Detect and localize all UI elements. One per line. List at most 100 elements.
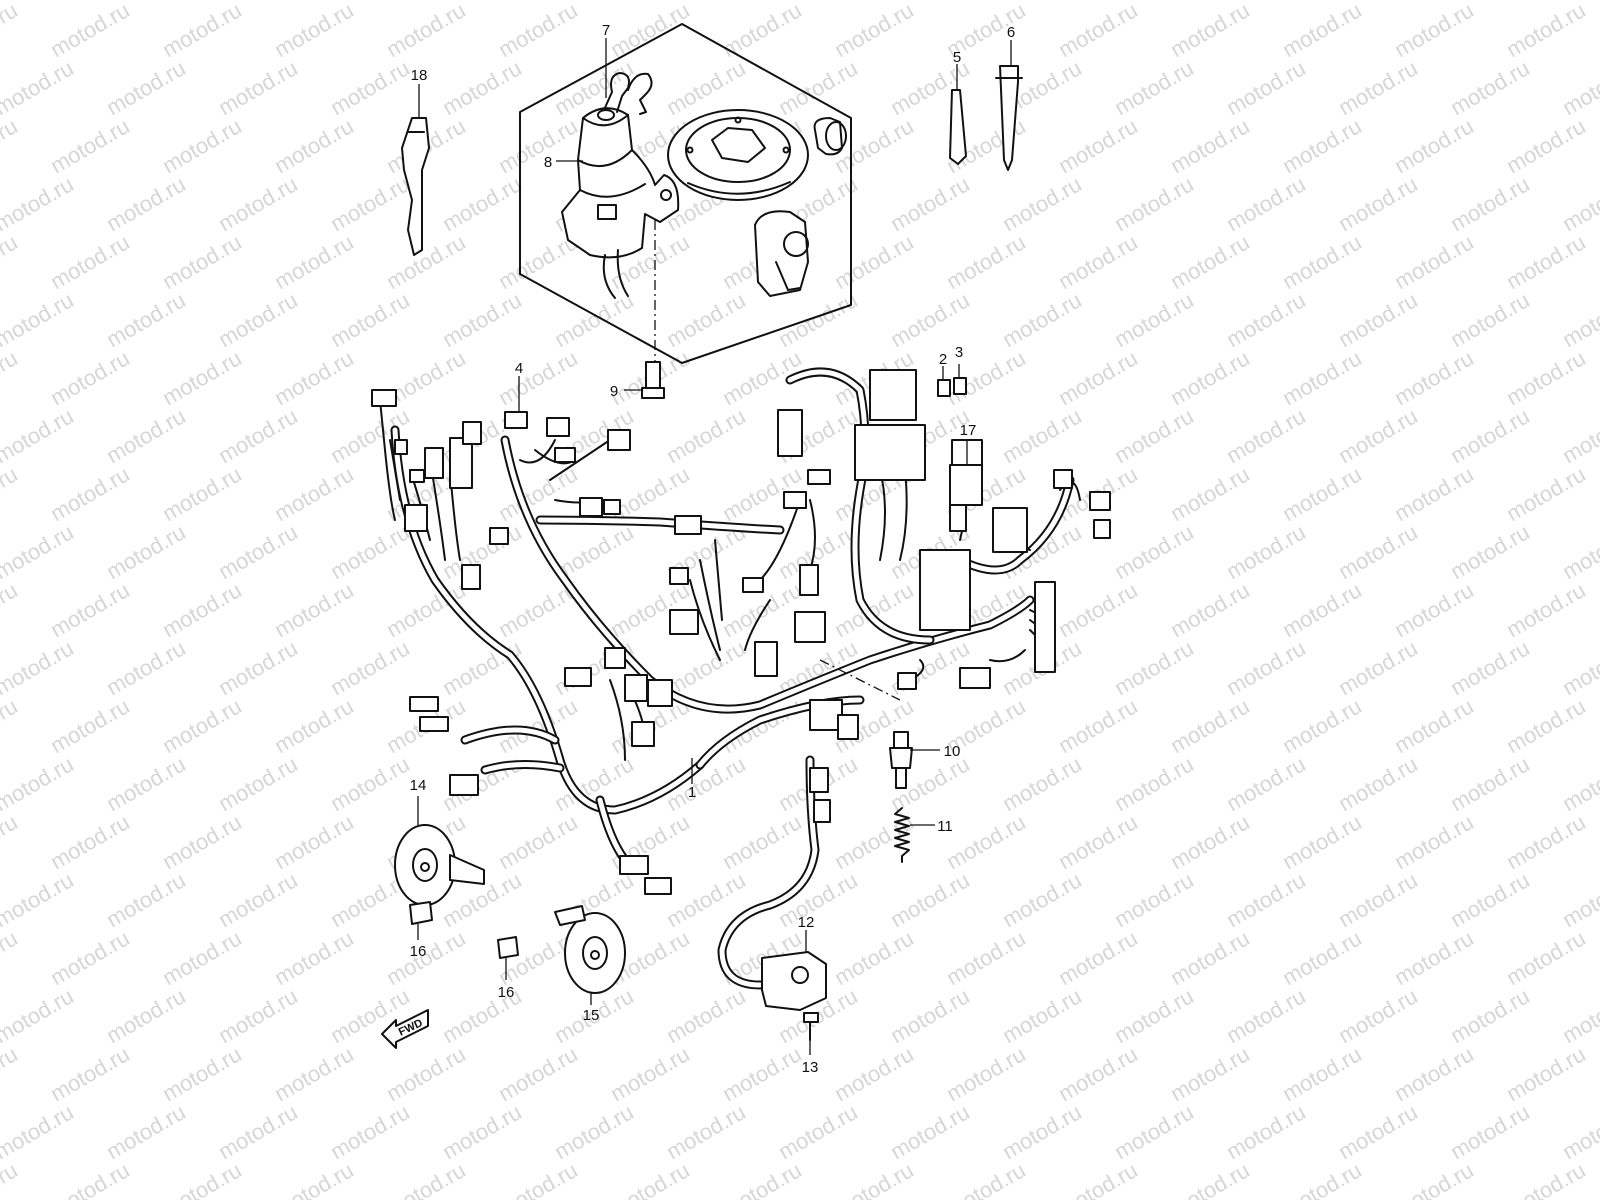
watermark-text: motod.ru <box>1166 461 1254 526</box>
watermark-text: motod.ru <box>0 0 22 62</box>
watermark-text: motod.ru <box>1054 113 1142 178</box>
watermark-text: motod.ru <box>1110 635 1198 700</box>
callout-15: 15 <box>583 1007 600 1024</box>
watermark-text: motod.ru <box>494 809 582 874</box>
watermark-text: motod.ru <box>1054 1041 1142 1106</box>
watermark-text: motod.ru <box>270 925 358 990</box>
watermark-text: motod.ru <box>1110 867 1198 932</box>
watermark-text: motod.ru <box>606 1041 694 1106</box>
watermark-text: motod.ru <box>774 287 862 352</box>
watermark-text: motod.ru <box>1222 55 1310 120</box>
watermark-text: motod.ru <box>886 1099 974 1164</box>
watermark-text: motod.ru <box>1110 403 1198 468</box>
watermark-text: motod.ru <box>1110 983 1198 1048</box>
callout-12: 12 <box>798 914 815 931</box>
watermark-text: motod.ru <box>942 1041 1030 1106</box>
watermark-text: motod.ru <box>1558 55 1600 120</box>
watermark-text: motod.ru <box>1222 1099 1310 1164</box>
watermark-text: motod.ru <box>1054 809 1142 874</box>
watermark-text: motod.ru <box>214 867 302 932</box>
watermark-text: motod.ru <box>0 171 78 236</box>
watermark-text: motod.ru <box>438 635 526 700</box>
watermark-text: motod.ru <box>1054 0 1142 62</box>
watermark-text: motod.ru <box>1334 1099 1422 1164</box>
watermark-text: motod.ru <box>46 577 134 642</box>
watermark-text: motod.ru <box>270 1157 358 1200</box>
watermark-text: motod.ru <box>998 171 1086 236</box>
watermark-text: motod.ru <box>494 345 582 410</box>
watermark-text: motod.ru <box>494 0 582 62</box>
watermark-text: motod.ru <box>886 867 974 932</box>
watermark-text: motod.ru <box>326 751 414 816</box>
watermark-text: motod.ru <box>158 577 246 642</box>
watermark-text: motod.ru <box>1558 751 1600 816</box>
watermark-text: motod.ru <box>102 751 190 816</box>
watermark-text: motod.ru <box>46 345 134 410</box>
watermark-text: motod.ru <box>1278 113 1366 178</box>
watermark-text: motod.ru <box>46 925 134 990</box>
watermark-text: motod.ru <box>1446 751 1534 816</box>
watermark-text: motod.ru <box>1502 693 1590 758</box>
fuel-cap-drawing <box>667 109 809 201</box>
watermark-text: motod.ru <box>1390 461 1478 526</box>
watermark-text: motod.ru <box>998 403 1086 468</box>
watermark-text: motod.ru <box>886 287 974 352</box>
watermark-text: motod.ru <box>0 635 78 700</box>
watermark-text: motod.ru <box>270 0 358 62</box>
watermark-text: motod.ru <box>1166 229 1254 294</box>
watermark-text: motod.ru <box>1166 1157 1254 1200</box>
watermark-text: motod.ru <box>1558 1099 1600 1164</box>
watermark-text: motod.ru <box>1166 345 1254 410</box>
watermark-text: motod.ru <box>102 55 190 120</box>
watermark-text: motod.ru <box>102 1099 190 1164</box>
watermark-text: motod.ru <box>1110 1099 1198 1164</box>
watermark-text: motod.ru <box>1222 751 1310 816</box>
lock-set-inset <box>519 23 852 364</box>
watermark-text: motod.ru <box>0 403 78 468</box>
watermark-text: motod.ru <box>0 345 22 410</box>
watermark-text: motod.ru <box>1222 519 1310 584</box>
watermark-text: motod.ru <box>1222 287 1310 352</box>
watermark-text: motod.ru <box>1446 55 1534 120</box>
watermark-text: motod.ru <box>1334 867 1422 932</box>
watermark-text: motod.ru <box>1222 403 1310 468</box>
watermark-text: motod.ru <box>718 1041 806 1106</box>
watermark-text: motod.ru <box>662 983 750 1048</box>
watermark-text: motod.ru <box>1334 635 1422 700</box>
callout-4: 4 <box>515 360 523 377</box>
watermark-text: motod.ru <box>0 867 78 932</box>
watermark-text: motod.ru <box>46 461 134 526</box>
watermark-text: motod.ru <box>1110 171 1198 236</box>
watermark-text: motod.ru <box>382 1041 470 1106</box>
watermark-text: motod.ru <box>942 229 1030 294</box>
watermark-text: motod.ru <box>1390 925 1478 990</box>
watermark-text: motod.ru <box>102 867 190 932</box>
watermark-text: motod.ru <box>438 171 526 236</box>
watermark-text: motod.ru <box>270 1041 358 1106</box>
watermark-text: motod.ru <box>0 577 22 642</box>
watermark-text: motod.ru <box>1446 287 1534 352</box>
watermark-text: motod.ru <box>1054 345 1142 410</box>
watermark-text: motod.ru <box>1334 983 1422 1048</box>
watermark-text: motod.ru <box>214 287 302 352</box>
watermark-text: motod.ru <box>942 925 1030 990</box>
watermark-text: motod.ru <box>1278 577 1366 642</box>
watermark-text: motod.ru <box>46 809 134 874</box>
watermark-text: motod.ru <box>1502 229 1590 294</box>
watermark-text: motod.ru <box>0 1099 78 1164</box>
watermark-text: motod.ru <box>1054 693 1142 758</box>
watermark-text: motod.ru <box>1166 113 1254 178</box>
watermark-text: motod.ru <box>1110 55 1198 120</box>
watermark-text: motod.ru <box>1334 55 1422 120</box>
watermark-text: motod.ru <box>998 867 1086 932</box>
watermark-text: motod.ru <box>1334 171 1422 236</box>
watermark-text: motod.ru <box>1054 229 1142 294</box>
watermark-text: motod.ru <box>102 635 190 700</box>
watermark-text: motod.ru <box>1558 519 1600 584</box>
watermark-text: motod.ru <box>0 693 22 758</box>
watermark-text: motod.ru <box>326 287 414 352</box>
watermark-text: motod.ru <box>214 751 302 816</box>
watermark-text: motod.ru <box>214 403 302 468</box>
watermark-text: motod.ru <box>326 171 414 236</box>
watermark-text: motod.ru <box>158 809 246 874</box>
